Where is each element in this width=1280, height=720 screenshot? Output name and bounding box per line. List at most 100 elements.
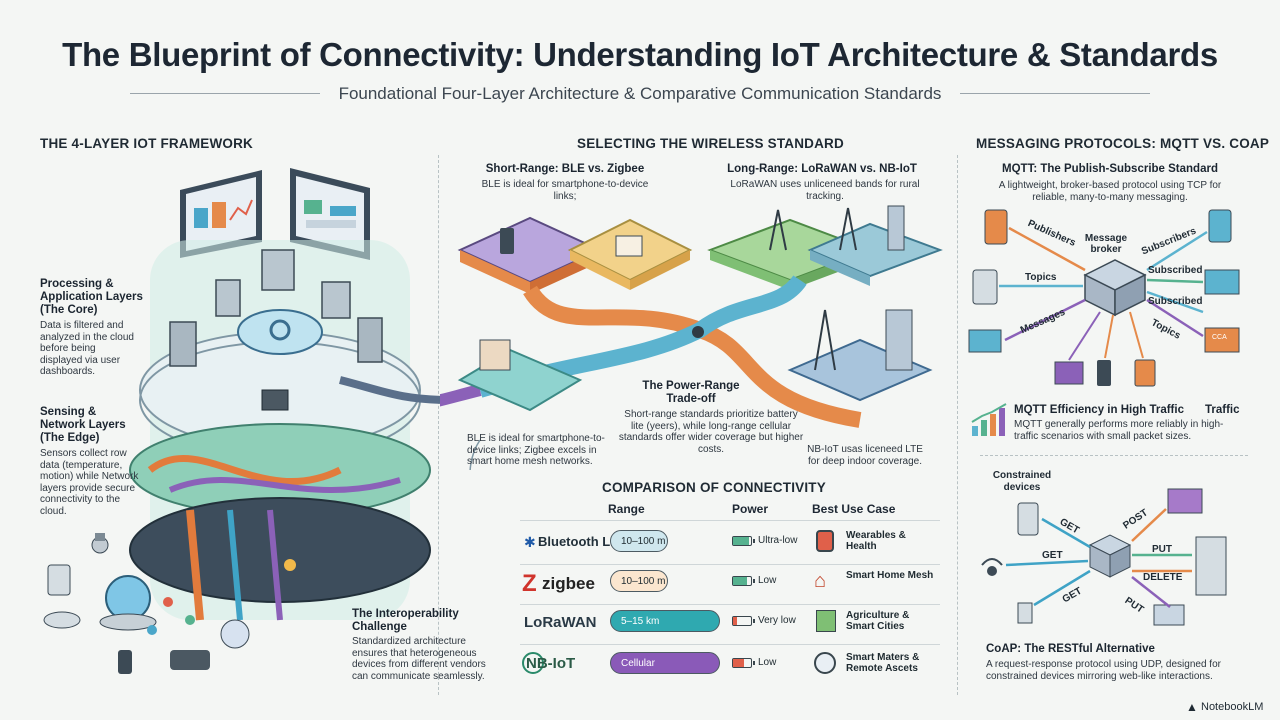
long-range-title: Long-Range: LoRaWAN vs. NB-IoT xyxy=(727,163,917,175)
comparison-heading: Comparison of Connectivity xyxy=(602,480,826,495)
cloud-gear-icon xyxy=(237,309,323,355)
processing-layers-title: Processing & Application Layers (The Cor… xyxy=(40,278,143,316)
zigbee-logo: zigbee xyxy=(542,574,595,593)
bar-chart-icon xyxy=(971,403,1007,436)
subscriber-monitor-icon xyxy=(1204,269,1240,295)
divider-left xyxy=(438,155,439,695)
lorawan-logo: LoRaWAN xyxy=(524,614,597,631)
power-text: Ultra-low xyxy=(758,535,798,546)
sensing-layers-title: Sensing & Network Layers (The Edge) xyxy=(40,406,126,444)
table-row: NB-IoT Cellular Low Smart Maters & Remot… xyxy=(520,652,940,688)
home-icon xyxy=(479,339,511,371)
coap-hub-icon xyxy=(1088,534,1132,578)
nbiot-logo: NB-IoT xyxy=(526,655,576,672)
table-row: Z zigbee 10–100 m Low ⌂ Smart Home Mesh xyxy=(520,570,940,606)
range-pill: 10–100 m xyxy=(610,570,668,592)
chip-icon xyxy=(261,389,289,411)
power-text: Very low xyxy=(758,615,796,626)
table-row: ✱ Bluetooth LE 10–100 m Ultra-low Wearab… xyxy=(520,528,940,564)
battery-icon xyxy=(732,658,755,668)
sensor-devices-icon xyxy=(43,533,250,674)
ble-zigbee-note: BLE is ideal for smartphone-to-device li… xyxy=(467,433,605,467)
publisher-monitor-icon xyxy=(968,329,1002,353)
coap-title: CoAP: The RESTful Alternative xyxy=(986,643,1155,655)
long-range-body: LoRaWAN uses unliceneed bands for rural … xyxy=(730,179,920,202)
iot-layer-stack-illustration xyxy=(43,168,440,674)
coap-body: A request-response protocol using UDP, d… xyxy=(986,659,1221,682)
message-broker-label: Message broker xyxy=(1084,233,1128,255)
coap-diagram xyxy=(981,488,1227,626)
subtitle-rule-right xyxy=(960,93,1150,94)
subscribed-label-1: Subscribed xyxy=(1148,265,1203,276)
power-text: Low xyxy=(758,657,777,668)
processing-layers-body: Data is filtered and analyzed in the clo… xyxy=(40,320,134,377)
spark-icon xyxy=(284,559,296,571)
dashboard-left-icon xyxy=(180,170,262,258)
wireless-heading: Selecting the Wireless Standard xyxy=(577,136,844,151)
constrained-devices-label: Constrained devices xyxy=(992,470,1052,493)
get-label-2: GET xyxy=(1042,550,1063,561)
col-power: Power xyxy=(732,502,769,516)
publisher-tablet-icon xyxy=(972,269,998,305)
efficiency-title: MQTT Efficiency in High Traffic xyxy=(1014,404,1184,416)
delete-label: DELETE xyxy=(1143,572,1183,583)
page-subtitle: Foundational Four-Layer Architecture & C… xyxy=(338,84,942,103)
bluetooth-icon: ✱ xyxy=(524,534,536,550)
tradeoff-body: Short-range standards prioritize battery… xyxy=(618,409,804,455)
efficiency-body: MQTT generally performs more reliably in… xyxy=(1014,419,1224,442)
use-case-text: Smart Home Mesh xyxy=(846,570,934,581)
subtitle-rule-left xyxy=(130,93,320,94)
phone-icon xyxy=(500,228,514,254)
client-monitor-icon xyxy=(1153,604,1185,626)
long-range-tiles xyxy=(707,205,943,290)
broker-icon xyxy=(1083,259,1147,317)
zigbee-z-icon: Z xyxy=(522,570,537,597)
put-label-1: PUT xyxy=(1152,544,1172,555)
server-tower-icon xyxy=(1195,536,1227,596)
client-laptop-icon xyxy=(1167,488,1203,514)
notebooklm-brand: NotebookLM xyxy=(1201,701,1264,713)
interoperability-title: The Interoperability Challenge xyxy=(352,608,459,633)
interoperability-body: Standardized architecture ensures that h… xyxy=(352,636,486,682)
wifi-sensor-icon xyxy=(981,558,1003,566)
arrow-subscribers xyxy=(1146,230,1208,272)
tradeoff-title: The Power-Range Trade-off xyxy=(642,380,740,405)
nbiot-note: NB-IoT usas liceneed LTE for deep indoor… xyxy=(807,444,923,467)
range-pill: 10–100 m xyxy=(610,530,668,552)
agriculture-icon xyxy=(816,610,836,632)
publisher-phone-icon xyxy=(984,209,1008,245)
mqtt-diagram xyxy=(968,209,1240,387)
use-case-text: Agriculture & Smart Cities xyxy=(846,610,910,632)
mqtt-title: MQTT: The Publish-Subscribe Standard xyxy=(1002,163,1218,175)
cable-to-networks xyxy=(339,376,440,404)
divider-right xyxy=(957,155,958,695)
server-icons xyxy=(169,249,383,367)
page-title: The Blueprint of Connectivity: Understan… xyxy=(62,36,1218,73)
nbiot-circle-icon xyxy=(522,652,544,674)
arrow-topics-right xyxy=(1146,298,1204,338)
sensor-node-icon xyxy=(1017,602,1033,624)
subscriber-laptop-icon xyxy=(1204,327,1240,353)
battery-icon xyxy=(732,576,755,586)
subscribed-label-2: Subscribed xyxy=(1148,296,1203,307)
tower-icon xyxy=(769,209,787,251)
efficiency-traffic-tag: Traffic xyxy=(1205,404,1240,416)
table-row: LoRaWAN 5–15 km Very low Agriculture & S… xyxy=(520,610,940,646)
use-case-text: Smart Maters & Remote Ascets xyxy=(846,652,920,674)
messaging-heading: Messaging Protocols: MQTT vs. CoAP xyxy=(976,136,1270,151)
use-case-text: Wearables & Health xyxy=(846,530,906,552)
crossroad-marker xyxy=(692,326,704,338)
publisher-laptop-icon xyxy=(1054,361,1084,385)
bluetooth-le-logo: Bluetooth LE xyxy=(538,534,619,549)
mqtt-body: A lightweight, broker-based protocol usi… xyxy=(998,180,1222,203)
range-pill: 5–15 km xyxy=(610,610,720,632)
short-range-tiles xyxy=(457,216,693,294)
efficiency-divider xyxy=(980,455,1248,456)
laptop-screen-text: CCA xyxy=(1212,334,1227,341)
building-icon xyxy=(887,205,905,251)
constrained-phone-icon xyxy=(1017,502,1039,536)
publisher-mobile-icon xyxy=(1097,360,1111,386)
short-range-title: Short-Range: BLE vs. Zigbee xyxy=(485,163,645,175)
sensing-layers-body: Sensors collect row data (temperature, m… xyxy=(40,448,139,517)
sensing-layer-disc xyxy=(129,497,431,603)
